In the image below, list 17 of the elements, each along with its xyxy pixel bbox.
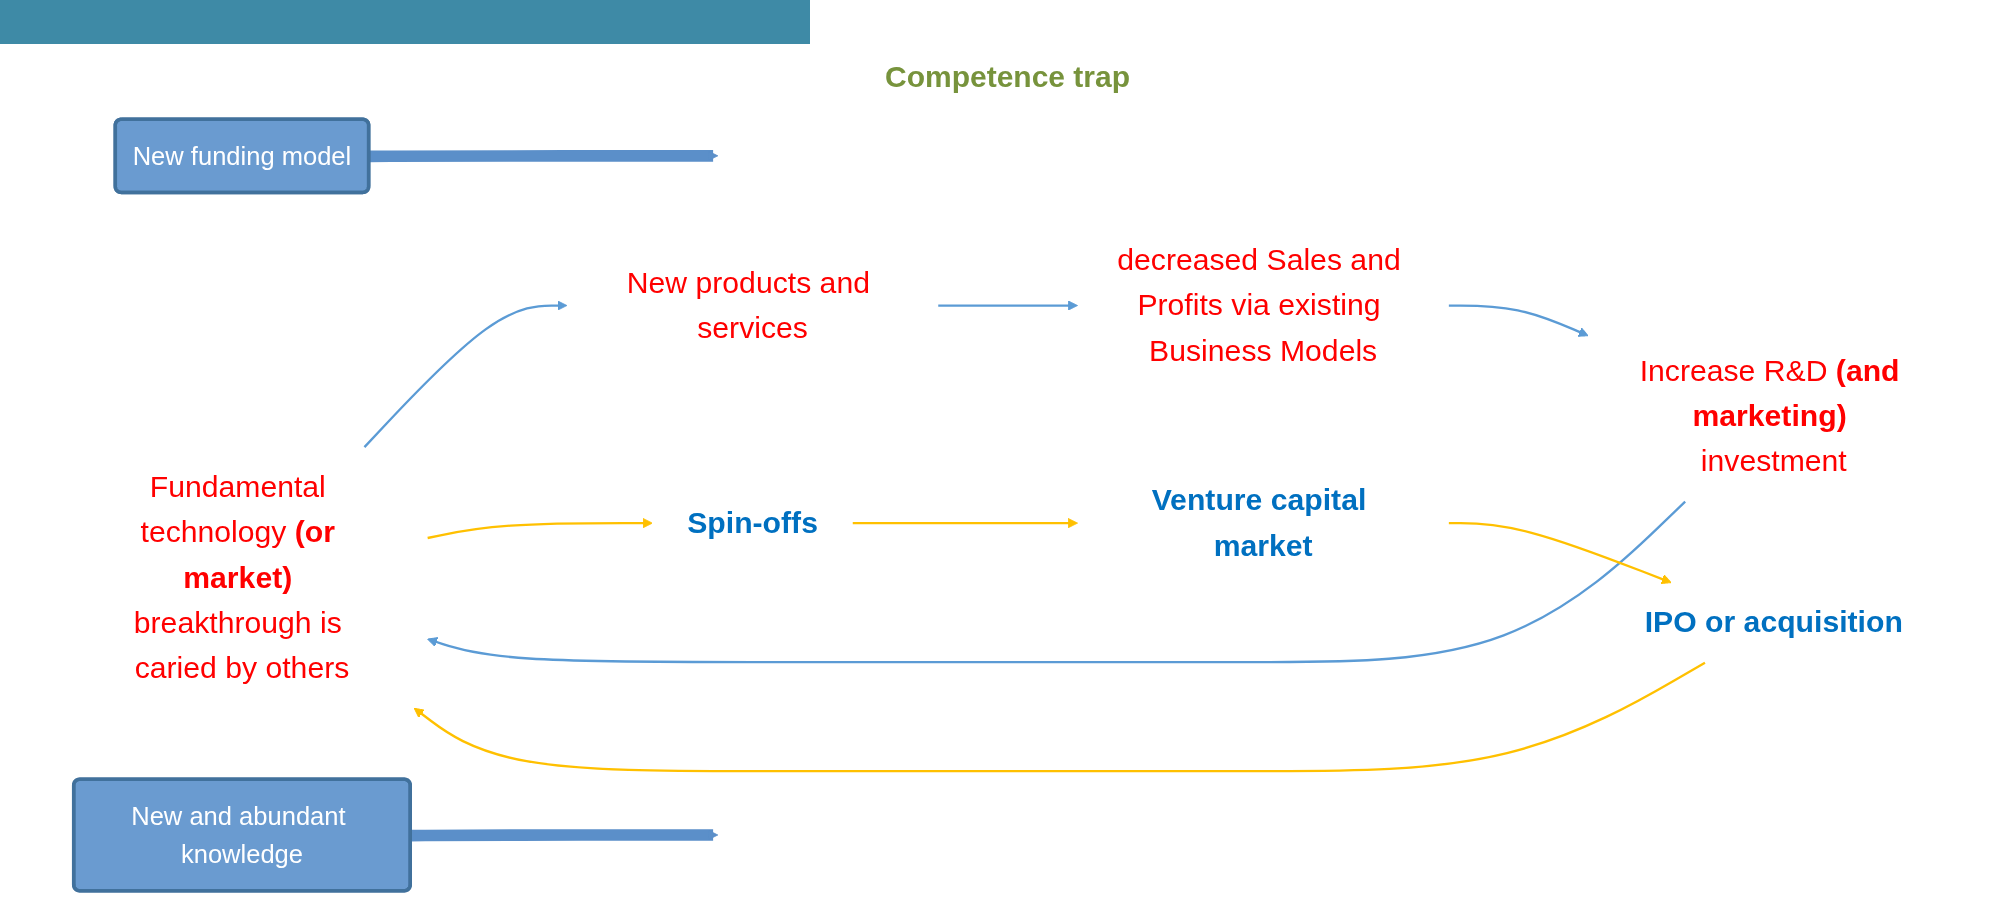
node-text: Fundamental technology (or market) breakthrough is caried by others — [133, 469, 349, 686]
arrow — [1448, 304, 1589, 337]
arrow — [852, 518, 1078, 529]
node-text: decreased Sales and Profits via existing Business Models — [1116, 242, 1401, 368]
arrow — [426, 500, 1686, 664]
node-text: New products and services — [626, 264, 870, 345]
arrow — [413, 661, 1706, 773]
arrow — [363, 300, 567, 448]
node-text: Increase R&D (and marketing) investment — [1639, 353, 1900, 479]
node-text: Venture capital market — [1151, 482, 1366, 563]
arrow — [1448, 521, 1672, 584]
node-text: IPO or acquisition — [1644, 604, 1903, 640]
arrow — [410, 829, 718, 842]
node-text: Spin-offs — [686, 505, 818, 540]
arrow — [937, 300, 1078, 311]
center-label: Competence trap — [884, 60, 1131, 93]
arrow — [427, 518, 653, 540]
